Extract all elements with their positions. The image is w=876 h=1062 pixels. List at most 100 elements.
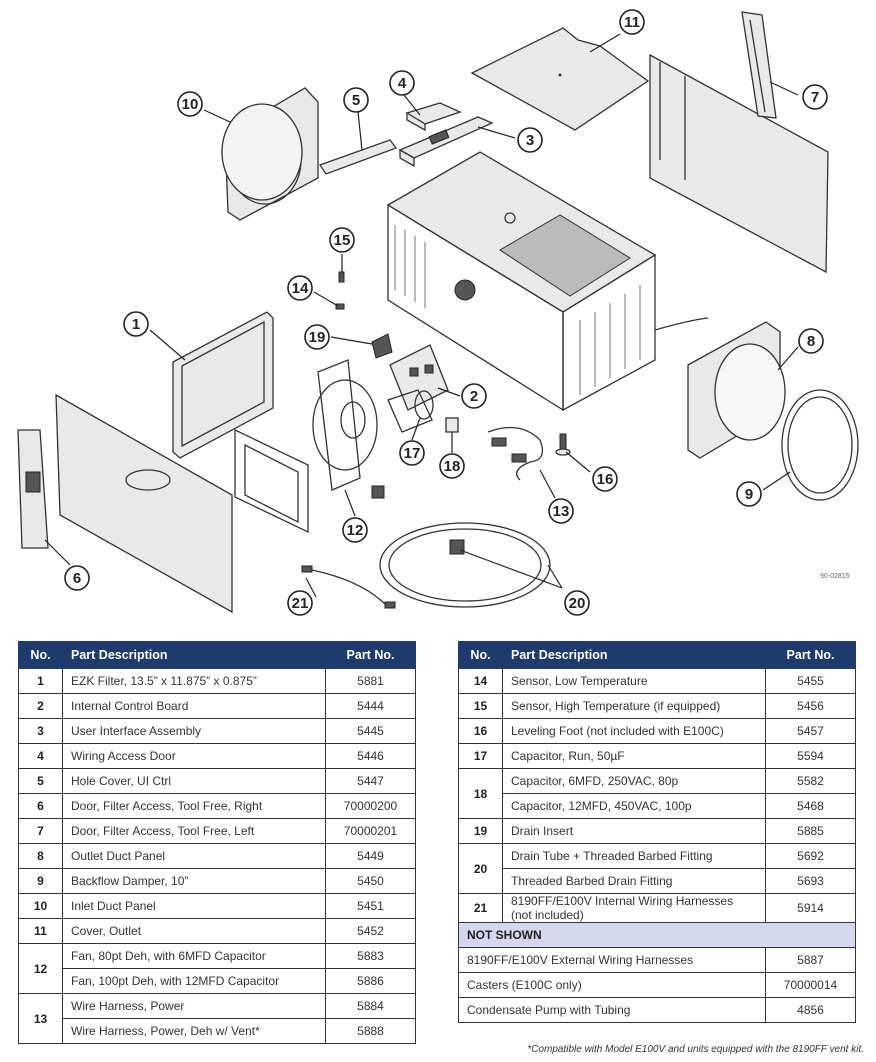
- part-description: Internal Control Board: [62, 693, 326, 719]
- svg-text:18: 18: [444, 458, 461, 475]
- part-number: 5468: [765, 793, 856, 819]
- part-8-outlet-duct-panel: [687, 321, 786, 459]
- callout-20: 20: [564, 590, 590, 616]
- part-13-wire-harness: [487, 426, 544, 481]
- part-description: Backflow Damper, 10”: [62, 868, 326, 894]
- part-description: Cover, Outlet: [62, 918, 326, 944]
- part-15-high-temp-sensor: [338, 271, 345, 283]
- part-number: 5881: [325, 668, 416, 694]
- part-number: 4856: [765, 997, 856, 1023]
- svg-text:16: 16: [597, 471, 614, 488]
- part-20-drain-tube: [379, 522, 551, 608]
- part-19-drain-insert: [371, 333, 393, 359]
- item-number: 7: [18, 818, 63, 844]
- part-number: 5884: [325, 993, 416, 1019]
- part-number: 5456: [765, 693, 856, 719]
- item-number: 17: [458, 743, 503, 769]
- svg-text:13: 13: [553, 503, 570, 520]
- part-description: Fan, 80pt Deh, with 6MFD Capacitor: [62, 943, 326, 969]
- part-12-fan: [312, 359, 385, 499]
- part-number: 5455: [765, 668, 856, 694]
- callout-4: 4: [389, 70, 415, 96]
- callout-1: 1: [123, 311, 149, 337]
- table-row: Casters (E100C only)70000014: [458, 972, 856, 998]
- table-header-row: No. Part Description Part No.: [458, 641, 856, 669]
- part-description: 8190FF/E100V Internal Wiring Harnesses (…: [502, 893, 766, 923]
- front-panel: [55, 393, 309, 614]
- part-number: 5451: [325, 893, 416, 919]
- part-21-internal-harness: [301, 565, 396, 609]
- callout-16: 16: [592, 466, 618, 492]
- part-description: Capacitor, 6MFD, 250VAC, 80p: [502, 768, 766, 794]
- svg-text:6: 6: [73, 570, 81, 587]
- part-description: Capacitor, 12MFD, 450VAC, 100p: [502, 793, 766, 819]
- table-row: Wire Harness, Power, Deh w/ Vent*5888: [19, 1018, 416, 1044]
- callout-12: 12: [342, 517, 368, 543]
- part-number: 5692: [765, 843, 856, 869]
- part-description: Leveling Foot (not included with E100C): [502, 718, 766, 744]
- part-description: User Interface Assembly: [62, 718, 326, 744]
- part-description: 8190FF/E100V External Wiring Harnesses: [458, 947, 766, 973]
- item-number: 14: [458, 668, 503, 694]
- part-number: 70000201: [325, 818, 416, 844]
- item-number: 15: [458, 693, 503, 719]
- part-10-inlet-duct-panel: [221, 87, 319, 221]
- callout-9: 9: [736, 481, 762, 507]
- part-description: Fan, 100pt Deh, with 12MFD Capacitor: [62, 968, 326, 994]
- callout-14: 14: [287, 275, 313, 301]
- svg-text:9: 9: [745, 486, 753, 503]
- item-number: 9: [18, 868, 63, 894]
- item-number: 20: [458, 843, 503, 894]
- svg-text:17: 17: [404, 445, 421, 462]
- callout-19: 19: [304, 324, 330, 350]
- part-number: 5693: [765, 868, 856, 894]
- part-4-wiring-access-door: [405, 102, 462, 132]
- part-description: Sensor, Low Temperature: [502, 668, 766, 694]
- part-number: 5447: [325, 768, 416, 794]
- header-part-no: Part No.: [765, 641, 856, 669]
- part-number: 5449: [325, 843, 416, 869]
- part-description: Outlet Duct Panel: [62, 843, 326, 869]
- part-description: Condensate Pump with Tubing: [458, 997, 766, 1023]
- item-number: 11: [18, 918, 63, 944]
- item-number: 10: [18, 893, 63, 919]
- item-number: 12: [18, 943, 63, 994]
- part-number: 5887: [765, 947, 856, 973]
- svg-text:8: 8: [807, 333, 815, 350]
- part-9-backflow-damper: [781, 389, 859, 501]
- part-17-run-capacitor: [387, 389, 434, 433]
- svg-text:21: 21: [292, 595, 309, 612]
- svg-text:15: 15: [334, 232, 351, 249]
- part-number: 5885: [765, 818, 856, 844]
- svg-text:7: 7: [811, 89, 819, 106]
- part-description: Wire Harness, Power, Deh w/ Vent*: [62, 1018, 326, 1044]
- part-number: 5582: [765, 768, 856, 794]
- part-description: Inlet Duct Panel: [62, 893, 326, 919]
- item-number: 3: [18, 718, 63, 744]
- drawing-code: 90-02815: [820, 573, 850, 580]
- item-number: 6: [18, 793, 63, 819]
- part-14-low-temp-sensor: [335, 303, 345, 310]
- part-number: 5914: [765, 893, 856, 923]
- part-description: Sensor, High Temperature (if equipped): [502, 693, 766, 719]
- part-number: 5446: [325, 743, 416, 769]
- part-description: Casters (E100C only): [458, 972, 766, 998]
- item-number: 16: [458, 718, 503, 744]
- svg-text:2: 2: [470, 388, 478, 405]
